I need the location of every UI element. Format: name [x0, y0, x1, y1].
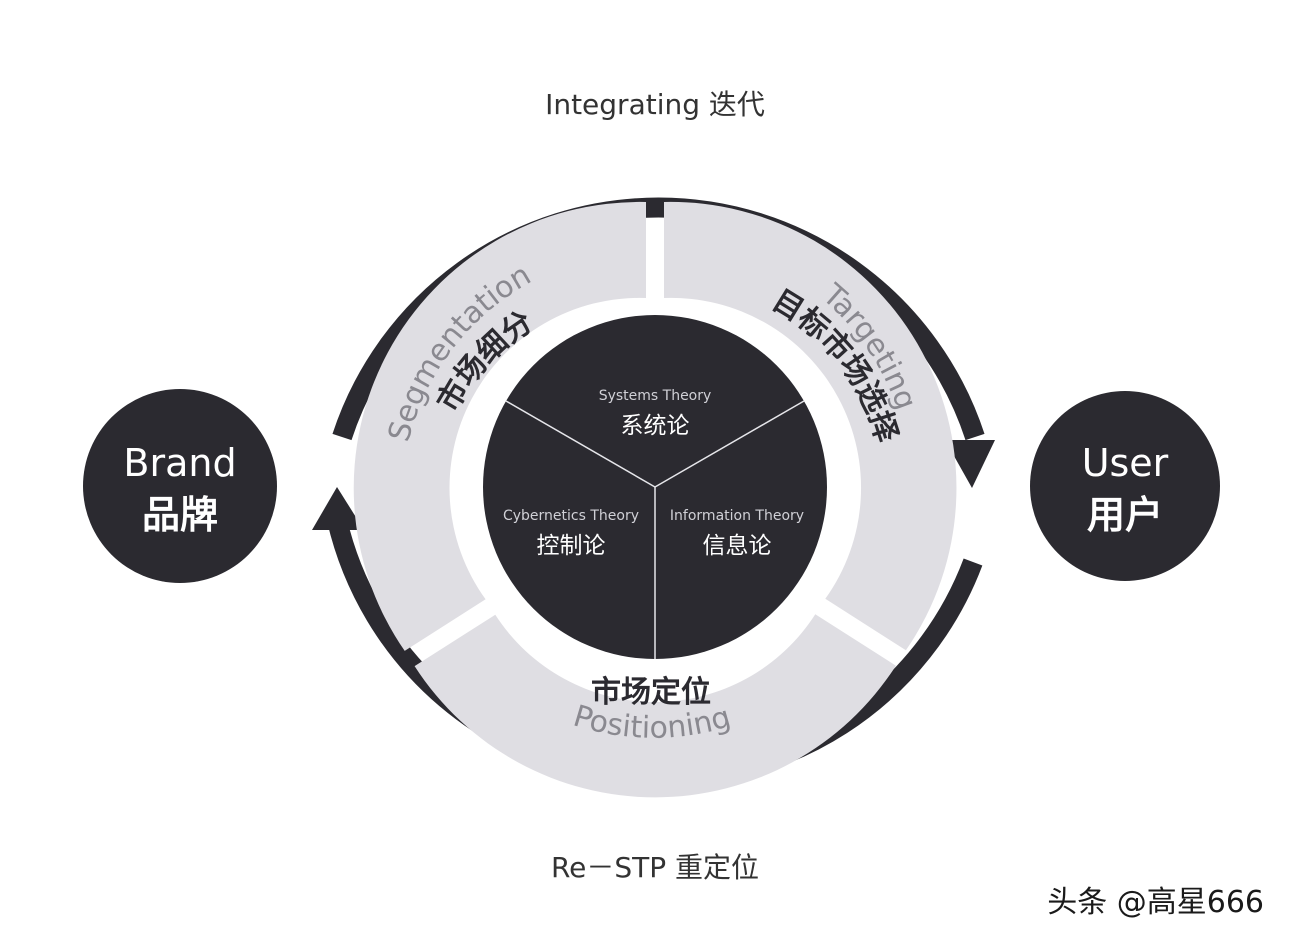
information-theory-en: Information Theory: [670, 508, 804, 524]
stp-ring: [353, 201, 957, 798]
integrating-caption: Integrating 迭代: [545, 88, 765, 121]
positioning-sector: [414, 614, 896, 798]
integrating-arrow-head: [945, 440, 995, 488]
brand-node: Brand 品牌: [83, 389, 277, 583]
systems-theory-zh: 系统论: [621, 413, 690, 439]
brand-label-en: Brand: [123, 441, 236, 485]
core-divider-left: [505, 400, 656, 488]
cybernetics-theory-zh: 控制论: [537, 533, 606, 559]
theory-core: Systems Theory 系统论 Cybernetics Theory 控制…: [483, 315, 827, 659]
targeting-sector: [664, 201, 957, 651]
re-stp-caption: Re－STP 重定位: [551, 851, 759, 884]
watermark-text: 头条 @高星666: [1047, 885, 1264, 920]
positioning-label-zh: 市场定位: [591, 675, 711, 710]
re-stp-arrow-head: [312, 487, 364, 530]
brand-label-zh: 品牌: [142, 493, 218, 537]
user-label-en: User: [1082, 441, 1169, 485]
systems-theory-en: Systems Theory: [599, 388, 712, 404]
information-theory-zh: 信息论: [703, 533, 772, 559]
cybernetics-theory-en: Cybernetics Theory: [503, 508, 639, 524]
user-circle: [1030, 391, 1220, 581]
core-divider-right: [654, 400, 805, 488]
segmentation-sector: [353, 201, 646, 651]
user-label-zh: 用户: [1087, 493, 1163, 537]
brand-circle: [83, 389, 277, 583]
user-node: User 用户: [1030, 391, 1220, 581]
